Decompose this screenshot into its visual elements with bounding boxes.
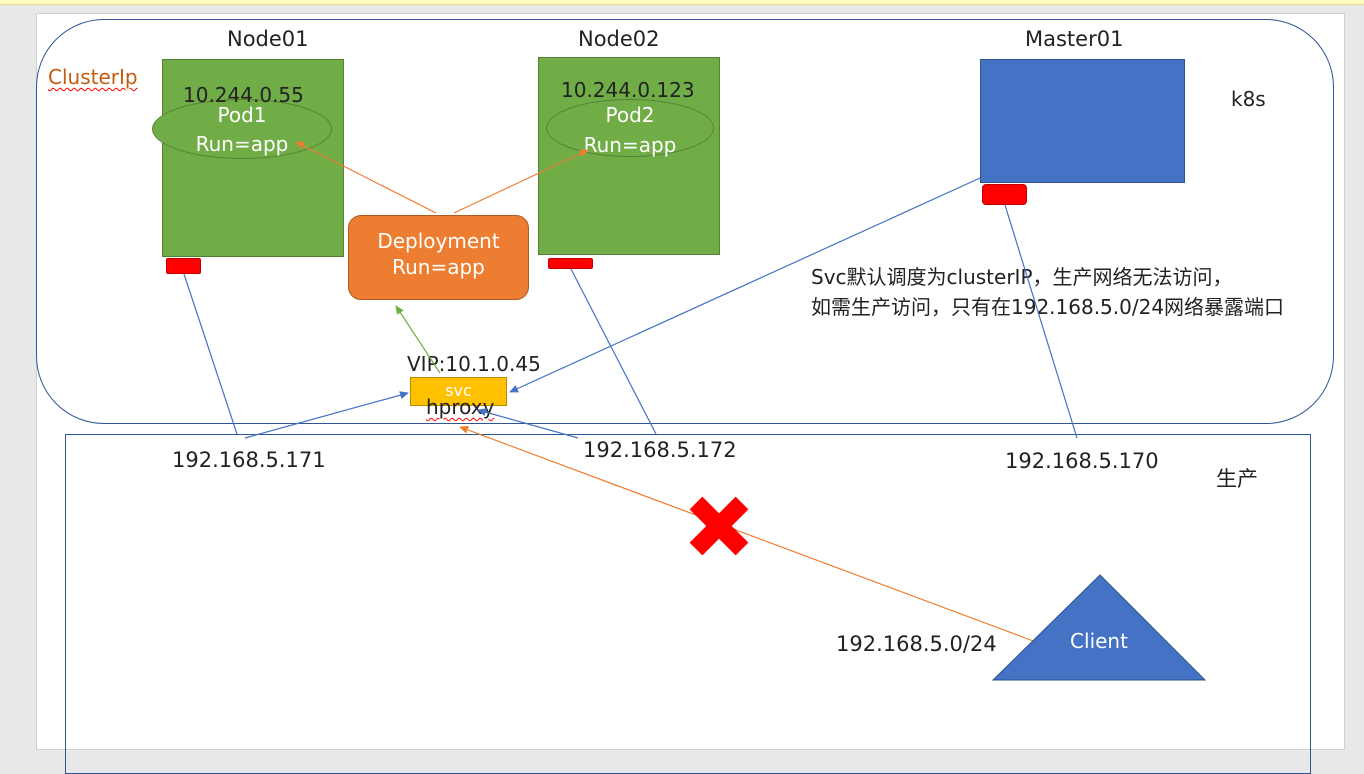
node01-title: Node01 [227,27,309,51]
node01-host-ip: 192.168.5.171 [172,448,326,472]
deployment-label: Run=app [392,255,485,279]
client-label: Client [1070,629,1128,653]
service-name: svc [445,381,472,400]
note-line-2: 如需生产访问，只有在192.168.5.0/24网络暴露端口 [811,295,1285,319]
client-triangle [991,574,1207,681]
master01-box [980,59,1185,183]
production-label: 生产 [1216,467,1258,491]
deployment-box: Deployment Run=app [348,215,529,300]
pod2-ellipse [546,99,714,157]
pod2-name: Pod2 [605,103,655,127]
blocked-cross-icon [689,496,749,556]
master01-to-svc-arrow [509,177,981,393]
node01-nic-line [183,273,238,435]
node02-title: Node02 [578,27,660,51]
pod1-name: Pod1 [217,103,267,127]
deployment-title: Deployment [377,229,500,253]
pod2-label: Run=app [583,133,677,157]
master01-title: Master01 [1025,27,1124,51]
k8s-cluster-region [36,19,1334,424]
service-box: svc [410,377,507,406]
master01-nic-line [1004,204,1078,439]
node02-host-ip: 192.168.5.172 [583,438,737,462]
node02-nic [548,258,593,269]
node01-nic [166,258,201,274]
master01-host-ip: 192.168.5.170 [1005,449,1159,473]
node02-nic-line [570,268,657,435]
master01-nic [982,184,1027,205]
note-line-1: Svc默认调度为clusterIP，生产网络无法访问， [811,265,1233,289]
node02-to-svc-arrow [477,408,579,439]
cluster-ip-label: ClusterIp [48,65,138,89]
pod1-ip: 10.244.0.55 [183,83,304,107]
top-bar [0,0,1364,5]
deployment-to-pod1-arrow [295,141,437,214]
k8s-label: k8s [1231,87,1266,111]
pod2-ip: 10.244.0.123 [561,78,695,102]
service-vip: VIP:10.1.0.45 [407,352,541,376]
pod1-label: Run=app [195,132,289,156]
svc-to-deployment-arrow [395,305,441,374]
node01-to-svc-arrow [244,391,409,439]
deployment-to-pod2-arrow [453,149,589,214]
client-subnet: 192.168.5.0/24 [836,632,997,656]
client-to-svc-arrow [459,426,1037,643]
